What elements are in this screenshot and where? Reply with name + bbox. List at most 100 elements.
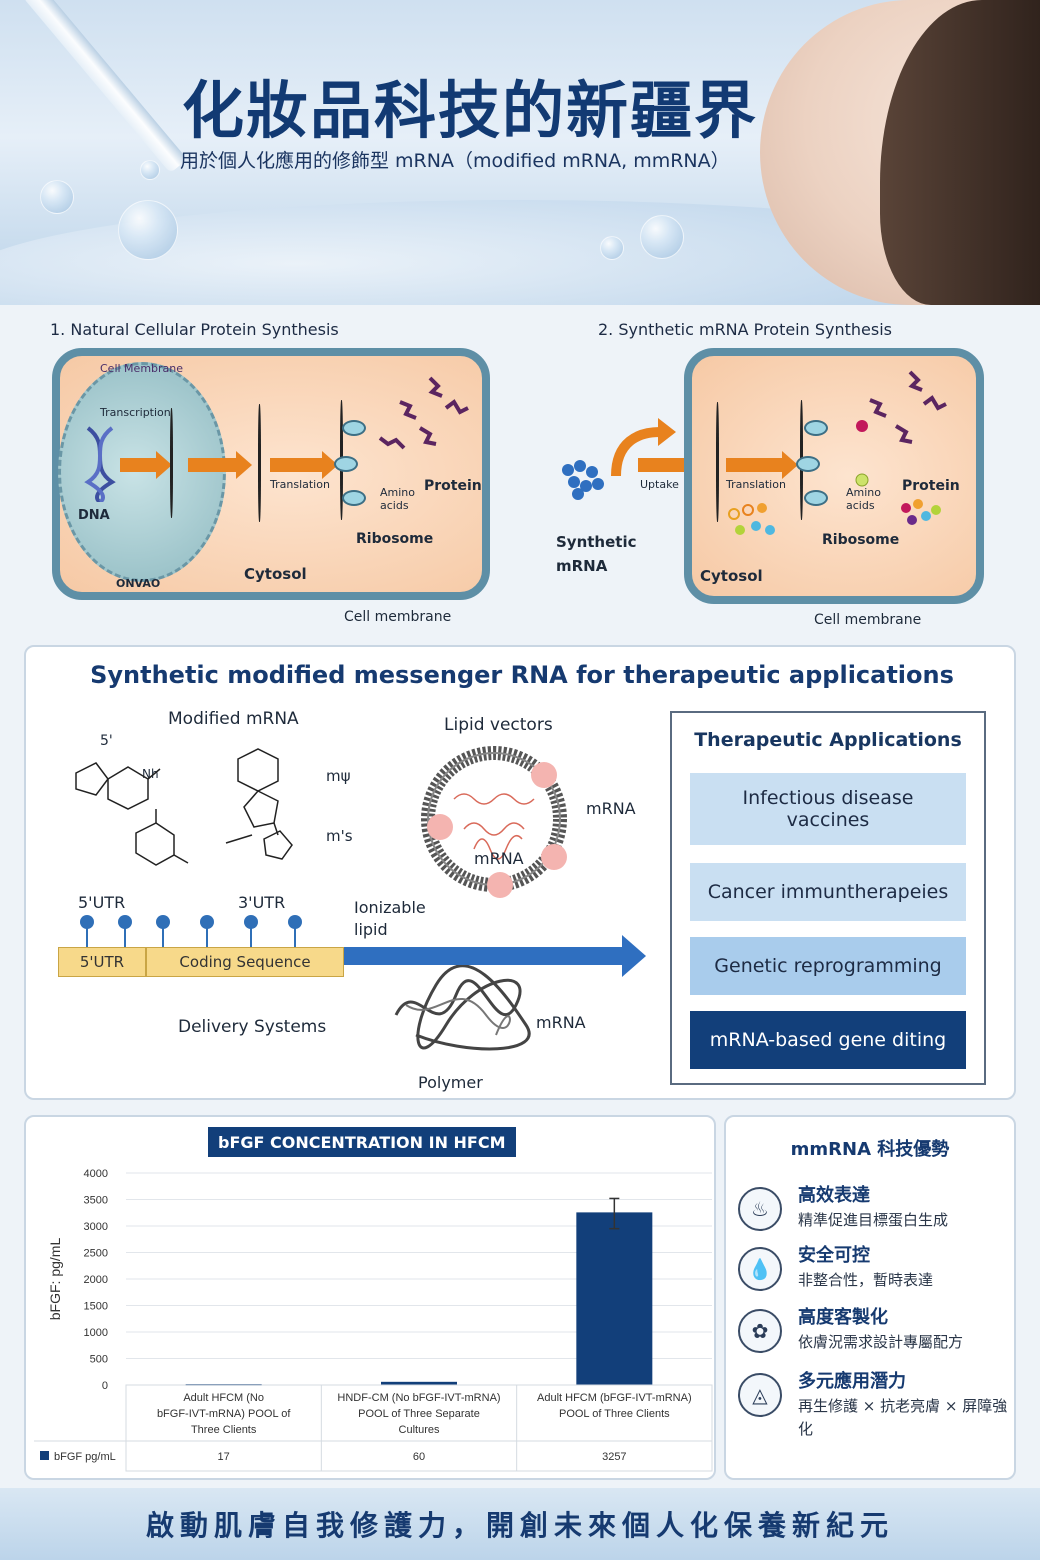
footer-slogan: 啟動肌膚自我修護力，開創未來個人化保養新紀元 — [145, 1509, 894, 1542]
modified-mrna-label: Modified mRNA — [168, 709, 299, 729]
drop-icon: 💧 — [738, 1247, 782, 1291]
protein-chains-icon — [378, 376, 469, 450]
ionizable-lipid-label: Ionizable lipid — [354, 898, 426, 939]
protein-chains-icon — [856, 370, 947, 444]
ribosome-icon — [334, 456, 358, 472]
amino-acids-label: Amino acids — [846, 486, 881, 512]
footer-banner: 啟動肌膚自我修護力，開創未來個人化保養新紀元 — [0, 1488, 1040, 1560]
legend-swatch — [40, 1451, 49, 1460]
uptake-label: Uptake — [640, 478, 679, 491]
cell-membrane-arc-label: Cell Membrane — [100, 362, 184, 375]
y-tick-label: 3000 — [84, 1221, 108, 1233]
cytosol-label: Cytosol — [244, 565, 307, 583]
advantage-description: 再生修護 × 抗老亮膚 × 屏障強化 — [798, 1397, 1008, 1438]
protein-label: Protein — [902, 478, 960, 494]
delivery-systems-label: Delivery Systems — [178, 1017, 327, 1037]
pin-icon — [118, 915, 132, 951]
bar — [576, 1212, 653, 1385]
pin-icon — [80, 915, 94, 951]
y-tick-label: 2000 — [84, 1274, 108, 1286]
y-axis-label: bFGF: pg/mL — [47, 1238, 63, 1321]
y-tick-label: 1500 — [84, 1301, 108, 1313]
bubble — [640, 215, 684, 259]
translation-label: Translation — [726, 478, 786, 491]
mrna-inner-label: mRNA — [474, 849, 524, 868]
application-item: Genetic reprogramming — [690, 937, 966, 995]
dna-label: DNA — [78, 508, 110, 523]
mrna-strand — [258, 404, 261, 522]
coding-sequence-segment: Coding Sequence — [146, 947, 344, 977]
onvao-label: ONVAO — [116, 577, 161, 590]
five-prime-label: 5' — [100, 733, 113, 749]
ribosome-icon — [796, 456, 820, 472]
protein-label: Protein — [424, 478, 482, 494]
lipid-vectors-label: Lipid vectors — [444, 715, 553, 735]
application-item: Infectious disease vaccines — [690, 773, 966, 845]
polymer-label: Polymer — [418, 1073, 483, 1092]
ribosome-icon — [342, 420, 366, 436]
synthetic-cell-diagram — [684, 348, 984, 604]
bubble — [140, 160, 160, 180]
y-tick-label: 1000 — [84, 1327, 108, 1339]
pin-icon — [200, 915, 214, 951]
advantage-description: 非整合性，暫時表達 — [798, 1271, 934, 1289]
bubble — [40, 180, 74, 214]
synthetic-synthesis-title: 2. Synthetic mRNA Protein Synthesis — [598, 320, 892, 339]
nucleus — [58, 362, 226, 582]
ribosome-label: Ribosome — [822, 532, 900, 548]
advantage-heading: 高度客製化 — [798, 1307, 888, 1328]
advantage-heading: 安全可控 — [798, 1245, 870, 1266]
natural-synthesis-title: 1. Natural Cellular Protein Synthesis — [50, 320, 339, 339]
chemical-structure-icon — [225, 748, 293, 860]
cytosol-label: Cytosol — [700, 567, 763, 585]
advantage-description: 依膚況需求設計專屬配方 — [798, 1333, 964, 1351]
data-table-border — [125, 1384, 713, 1472]
synthetic-mrna-label: Synthetic mRNA — [556, 533, 637, 575]
bubble — [600, 236, 624, 260]
arrow-icon — [188, 451, 252, 479]
advantage-description: 精準促進目標蛋白生成 — [798, 1211, 949, 1229]
advantages-title: mmRNA 科技優勢 — [790, 1139, 950, 1160]
ribosome-label: Ribosome — [356, 531, 434, 547]
protein-dots-icon — [901, 499, 941, 525]
x-category-label: Adult HFCM (bFGF-IVT-mRNA)POOL of Three … — [537, 1392, 692, 1420]
m-psi-label: mψ — [326, 767, 351, 785]
legend-label: bFGF pg/mL — [54, 1451, 116, 1463]
transcription-label: Transcription — [100, 406, 171, 419]
prism-icon: ◬ — [738, 1373, 782, 1417]
amino-acid-dots-icon — [728, 503, 775, 535]
mrna-outer-label: mRNA — [586, 799, 636, 818]
header-banner: 化妝品科技的新疆界 用於個人化應用的修飾型 mRNA（modified mRNA… — [0, 0, 1040, 305]
bar — [381, 1381, 457, 1385]
synthetic-mrna-particles-icon — [562, 460, 604, 500]
application-item: mRNA-based gene diting — [690, 1011, 966, 1069]
five-utr-segment: 5'UTR — [58, 947, 146, 977]
applications-title: Therapeutic Applications — [694, 729, 962, 751]
table-value: 17 — [218, 1451, 230, 1463]
table-value: 3257 — [602, 1451, 626, 1463]
pin-icon — [244, 915, 258, 951]
ribosome-icon — [342, 490, 366, 506]
mrna-strand — [716, 402, 719, 522]
cell-membrane-label: Cell membrane — [344, 609, 452, 625]
three-utr-label: 3'UTR — [238, 893, 286, 912]
application-item: Cancer immuntherapeies — [690, 863, 966, 921]
arrow-icon — [120, 451, 172, 479]
amino-acid-dot-icon — [855, 473, 869, 487]
flower-icon: ✿ — [738, 1309, 782, 1353]
page-title: 化妝品科技的新疆界 — [181, 74, 758, 147]
ribosome-icon — [804, 490, 828, 506]
curved-arrow-icon — [611, 418, 676, 477]
therapeutic-title: Synthetic modified messenger RNA for the… — [90, 661, 954, 689]
pin-icon — [156, 915, 170, 951]
blue-arrow-icon — [344, 935, 646, 977]
polymer-icon — [394, 965, 531, 1051]
therapeutic-panel: Synthetic modified messenger RNA for the… — [24, 645, 1016, 1100]
y-tick-label: 0 — [102, 1380, 108, 1392]
chart-title: bFGF CONCENTRATION IN HFCM — [208, 1127, 516, 1157]
arrow-icon — [726, 451, 798, 479]
amino-acids-label: Amino acids — [380, 486, 415, 512]
